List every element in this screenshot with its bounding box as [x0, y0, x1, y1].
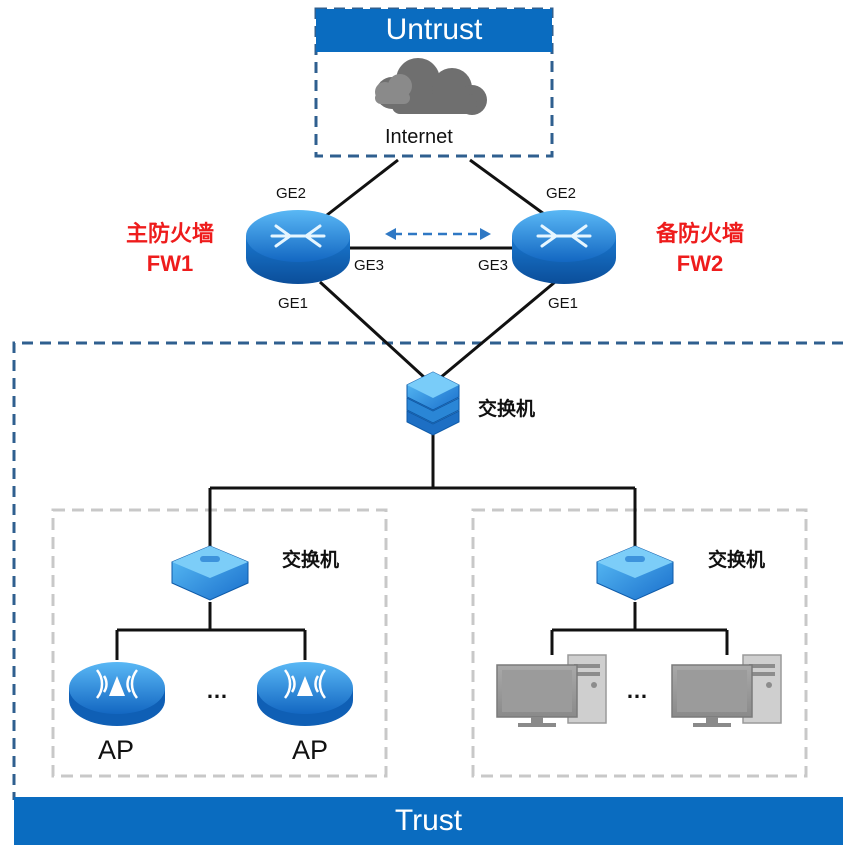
trust-zone-title: Trust [394, 804, 463, 837]
left-switch-icon [171, 545, 249, 601]
pc-1-icon [496, 654, 607, 727]
fw2-ge1-label: GE1 [548, 295, 579, 312]
fw1-role-label: 主防火墙 [125, 221, 214, 246]
pc-2-icon [671, 654, 782, 727]
fw1-ge3-label: GE3 [354, 257, 385, 274]
fw2-role-label: 备防火墙 [655, 221, 744, 246]
trust-zone-border [12, 341, 843, 800]
fw1-name-label: FW1 [146, 251, 194, 276]
untrust-zone-header [316, 9, 552, 52]
trust-zone-header [14, 797, 843, 845]
pc-group-box [471, 508, 808, 778]
right-switch-icon [596, 545, 674, 601]
internet-label: Internet [385, 126, 453, 148]
left-switch-label: 交换机 [282, 550, 340, 571]
core-switch-icon [406, 371, 460, 436]
fw1-ge2-label: GE2 [276, 185, 307, 202]
network-links [115, 158, 729, 660]
firewall-fw2-icon [512, 210, 616, 284]
access-point-2-icon [257, 662, 353, 726]
right-switch-label: 交换机 [708, 550, 766, 571]
fw2-name-label: FW2 [676, 251, 724, 276]
untrust-zone-title: Untrust [385, 13, 483, 46]
ha-sync-arrow [385, 228, 491, 240]
fw2-ge2-label: GE2 [546, 185, 577, 202]
ap-2-label: AP [292, 735, 329, 765]
ap-ellipsis: … [206, 678, 228, 703]
firewall-fw1-icon [246, 210, 350, 284]
ap-group-box [51, 508, 388, 778]
fw2-ge3-label: GE3 [478, 257, 509, 274]
core-switch-label: 交换机 [478, 399, 536, 420]
access-point-1-icon [69, 662, 165, 726]
fw1-ge1-label: GE1 [278, 295, 309, 312]
ap-1-label: AP [98, 735, 135, 765]
pc-ellipsis: … [626, 678, 648, 703]
cloud-small-icon [375, 74, 412, 104]
